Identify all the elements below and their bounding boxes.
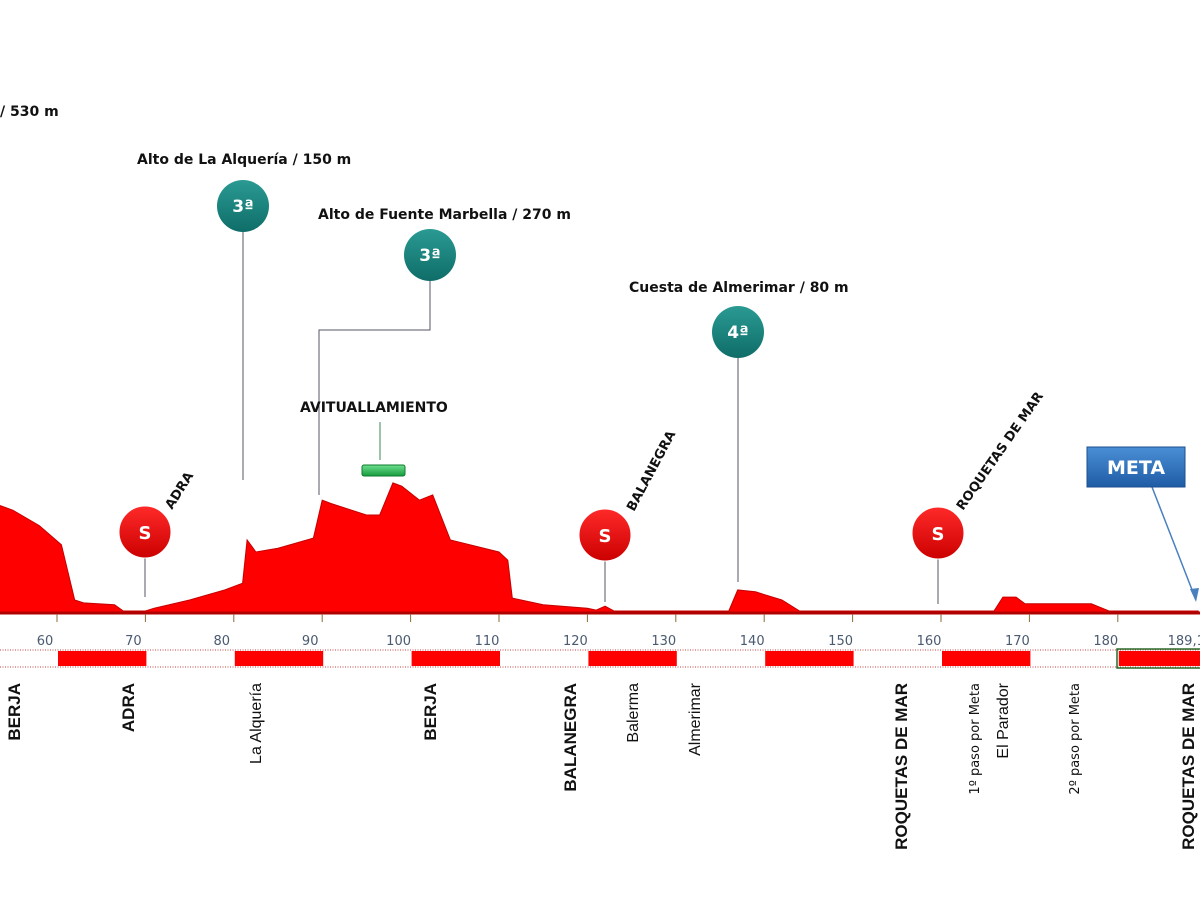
x-tick-label: 160 bbox=[917, 634, 942, 649]
climb-label: Alto de La Alquería / 150 m bbox=[137, 152, 351, 168]
sprint-name: ROQUETAS DE MAR bbox=[954, 390, 1047, 514]
km-strip bbox=[58, 651, 1200, 666]
sprint-icon bbox=[118, 505, 172, 559]
sprint-icon bbox=[578, 508, 632, 562]
km-strip-block bbox=[942, 651, 1031, 666]
x-tick-label: 60 bbox=[37, 634, 54, 649]
x-tick-label: 150 bbox=[828, 634, 853, 649]
place-name: La Alquería bbox=[248, 683, 265, 764]
x-tick-label: 110 bbox=[475, 634, 500, 649]
climb-leader-line bbox=[318, 281, 431, 495]
x-tick-label: 120 bbox=[563, 634, 588, 649]
finish-arrow-head bbox=[1190, 588, 1199, 602]
place-names: BERJA ADRA La Alquería BERJA BALANEGRA Balerm… bbox=[5, 682, 1198, 850]
sprint-symbol: S bbox=[599, 526, 612, 547]
place-name: BERJA bbox=[5, 683, 24, 741]
climb-category: 4ª bbox=[727, 323, 748, 343]
place-name: Almerimar bbox=[687, 682, 704, 756]
km-strip-block bbox=[58, 651, 147, 666]
finish-label: META bbox=[1107, 457, 1165, 479]
x-tick-label: 189,1 bbox=[1168, 634, 1200, 649]
final-km-box bbox=[1116, 648, 1200, 669]
partial-climb-label: / 530 m bbox=[0, 104, 59, 120]
climb-category-badge bbox=[404, 229, 456, 281]
km-strip-block bbox=[234, 651, 324, 666]
sprint-marker: S ROQUETAS DE MAR bbox=[911, 390, 1047, 604]
place-name: ADRA bbox=[119, 683, 138, 732]
sprint-icon bbox=[911, 506, 965, 560]
finish-box bbox=[1086, 446, 1186, 488]
km-strip-block bbox=[1121, 652, 1200, 665]
place-name: BALANEGRA bbox=[561, 683, 580, 792]
climb-category: 3ª bbox=[232, 197, 253, 217]
place-name: Balerma bbox=[625, 683, 642, 743]
climb-category: 3ª bbox=[419, 246, 440, 266]
place-name: 2º paso por Meta bbox=[1068, 683, 1083, 795]
sprint-symbol: S bbox=[139, 523, 152, 544]
feed-zone-label: AVITUALLAMIENTO bbox=[300, 400, 448, 416]
km-strip-block bbox=[411, 651, 500, 666]
climb-label: Alto de Fuente Marbella / 270 m bbox=[318, 207, 571, 223]
sprint-name: BALANEGRA bbox=[624, 428, 679, 513]
climb-category-badge bbox=[712, 306, 764, 358]
sprint-name: ADRA bbox=[163, 469, 197, 512]
place-name: 1º paso por Meta bbox=[968, 683, 983, 795]
sprint-marker: S BALANEGRA bbox=[578, 428, 679, 602]
x-tick-label: 170 bbox=[1005, 634, 1030, 649]
feed-zone-marker bbox=[361, 464, 406, 477]
x-tick-label: 80 bbox=[214, 634, 231, 649]
x-tick-label: 90 bbox=[302, 634, 319, 649]
km-strip-block bbox=[765, 651, 854, 666]
climb-label: Cuesta de Almerimar / 80 m bbox=[629, 280, 849, 296]
km-strip-block bbox=[588, 651, 677, 666]
place-name: El Parador bbox=[995, 682, 1012, 758]
x-tick-label: 180 bbox=[1093, 634, 1118, 649]
x-tick-label: 100 bbox=[386, 634, 411, 649]
x-axis: 60 70 80 90 100 110 120 130 140 150 160 170 180 189,1 bbox=[37, 614, 1200, 649]
sprint-marker: S ADRA bbox=[118, 469, 197, 597]
x-tick-label: 130 bbox=[651, 634, 676, 649]
place-name: BERJA bbox=[421, 683, 440, 741]
elevation-profile-area bbox=[0, 482, 1199, 613]
x-tick-label: 140 bbox=[740, 634, 765, 649]
place-name: ROQUETAS DE MAR bbox=[892, 683, 911, 850]
finish-arrow bbox=[1151, 486, 1197, 601]
place-name: ROQUETAS DE MAR bbox=[1179, 683, 1198, 850]
sprint-symbol: S bbox=[932, 524, 945, 545]
climb-category-badge bbox=[217, 180, 269, 232]
x-tick-label: 70 bbox=[125, 634, 142, 649]
